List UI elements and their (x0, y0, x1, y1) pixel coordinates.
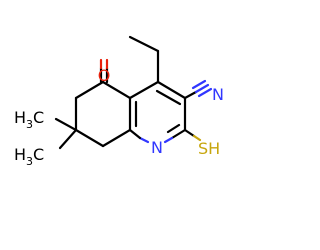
bond-c2-n1 (170, 128, 187, 140)
atom-labels: O N N SH H3C H3C (14, 66, 224, 168)
methyl-upper-c: C (33, 108, 44, 127)
molecule-diagram: O N N SH H3C H3C (14, 35, 224, 168)
methyl-upper-h: H (14, 108, 26, 127)
bond-cn-triple-1 (194, 83, 210, 94)
bond-lines (54, 35, 213, 150)
methyl-lower-label: H3C (14, 145, 44, 168)
methyl-upper-label: H3C (14, 108, 44, 131)
methyl-upper-count: 3 (26, 118, 33, 131)
bond-c7-c8 (74, 128, 105, 148)
bond-c7-methyl-upper (54, 117, 78, 132)
bond-n1-c8a-n (138, 136, 150, 144)
bond-ethyl-ch2-ch3 (128, 35, 160, 53)
methyl-lower-count: 3 (26, 155, 33, 168)
ring-nitrogen-label: N (151, 138, 163, 157)
bond-c4-c3 (156, 80, 187, 100)
thiol-label: SH (198, 139, 220, 158)
bond-c3-cn (183, 90, 198, 100)
bond-c2-n1-inner (166, 123, 181, 134)
molecule-structure: O N N SH H3C H3C (14, 35, 224, 168)
bond-n1-c8a (128, 128, 142, 140)
oxygen-label: O (98, 66, 111, 85)
bond-cn-triple-3 (197, 87, 213, 98)
methyl-lower-c: C (33, 145, 44, 164)
methyl-lower-h: H (14, 145, 26, 164)
bond-c2-s (183, 128, 196, 138)
bond-cn-triple-2 (191, 79, 207, 90)
bond-c8-c8a (101, 128, 132, 148)
bond-c7-methyl-lower (58, 128, 78, 150)
nitrile-nitrogen-label: N (212, 85, 224, 104)
bond-c4a-c4 (128, 80, 160, 100)
bond-c2-s-s (192, 134, 202, 142)
bond-c5-c6 (74, 80, 105, 100)
bond-c4a-c5 (101, 80, 132, 100)
bond-c2-n1-n (163, 136, 174, 144)
bond-c4-c3-inner (155, 89, 182, 106)
